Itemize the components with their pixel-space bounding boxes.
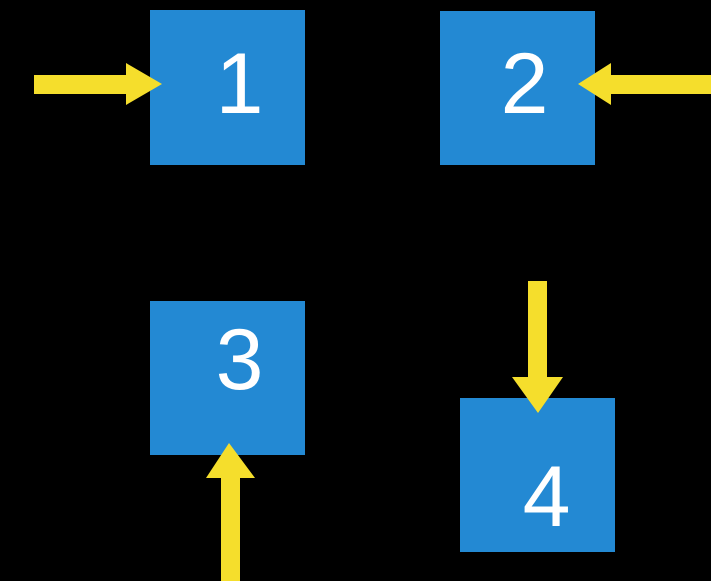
node-4-label: 4 [522,449,571,545]
diagram-node-2[interactable]: 2 [440,11,595,165]
node-3-label: 3 [215,312,264,408]
diagram-node-1[interactable]: 1 [150,10,305,165]
diagram-node-4[interactable]: 4 [460,398,615,552]
arrow-left-icon [576,61,711,107]
arrow-down-icon [510,281,565,415]
node-1-label: 1 [215,35,264,132]
arrow-right-icon [34,61,164,107]
node-2-label: 2 [500,36,549,132]
arrow-up-icon [203,442,258,581]
diagram-node-3[interactable]: 3 [150,301,305,455]
